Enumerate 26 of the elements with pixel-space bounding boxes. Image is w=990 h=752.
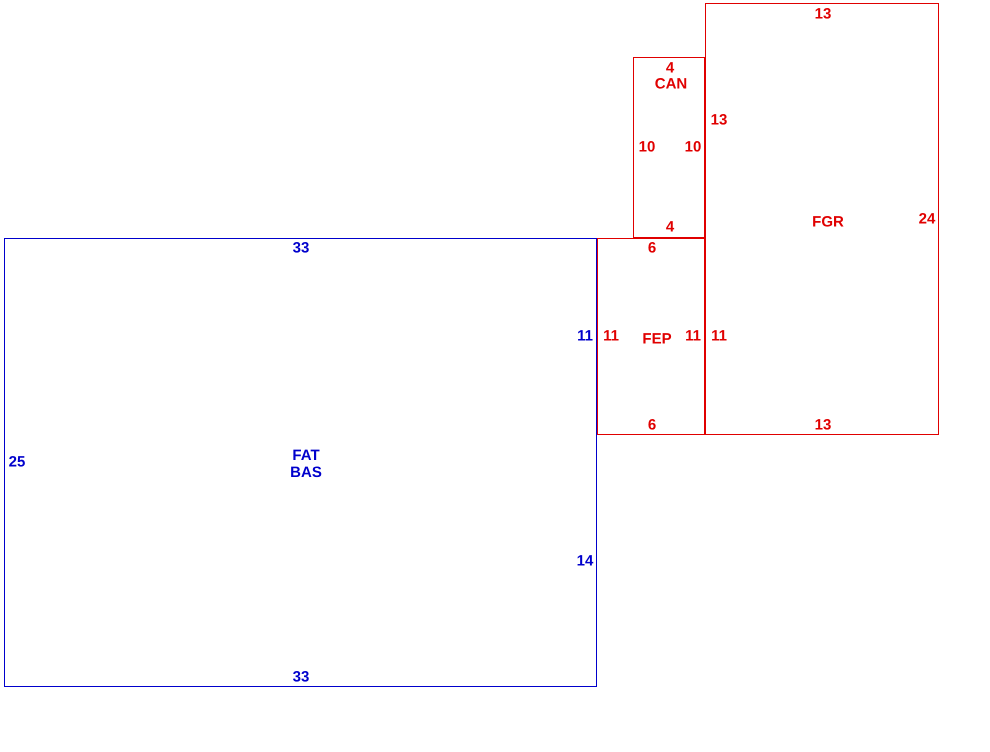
dimension-label: 6 (648, 240, 656, 256)
region-box (705, 3, 939, 435)
dimension-label: 10 (684, 138, 702, 156)
dimension-label: 11 (577, 328, 593, 344)
region-label: FEP (641, 330, 673, 348)
dimension-label: 4 (666, 60, 674, 76)
dimension-label: 4 (666, 218, 674, 236)
region-label: CAN (654, 76, 688, 92)
dimension-label: 13 (814, 416, 832, 434)
dimension-label: 24 (918, 210, 936, 228)
dimension-label: 13 (710, 112, 728, 128)
region-box (4, 238, 597, 687)
dimension-label: 10 (638, 138, 656, 156)
dimension-label: 25 (8, 454, 26, 470)
dimension-label: 11 (711, 328, 727, 344)
dimension-label: 11 (603, 328, 619, 344)
dimension-label: 13 (814, 6, 832, 22)
dimension-label: 6 (648, 416, 656, 434)
dimension-label: 14 (576, 552, 594, 570)
dimension-label: 33 (292, 668, 310, 686)
dimension-label: 11 (685, 328, 701, 344)
dimension-label: 33 (292, 240, 310, 256)
region-box (597, 238, 705, 435)
region-box (633, 57, 705, 238)
region-label: FAT BAS (289, 447, 323, 481)
region-label: FGR (811, 214, 845, 230)
